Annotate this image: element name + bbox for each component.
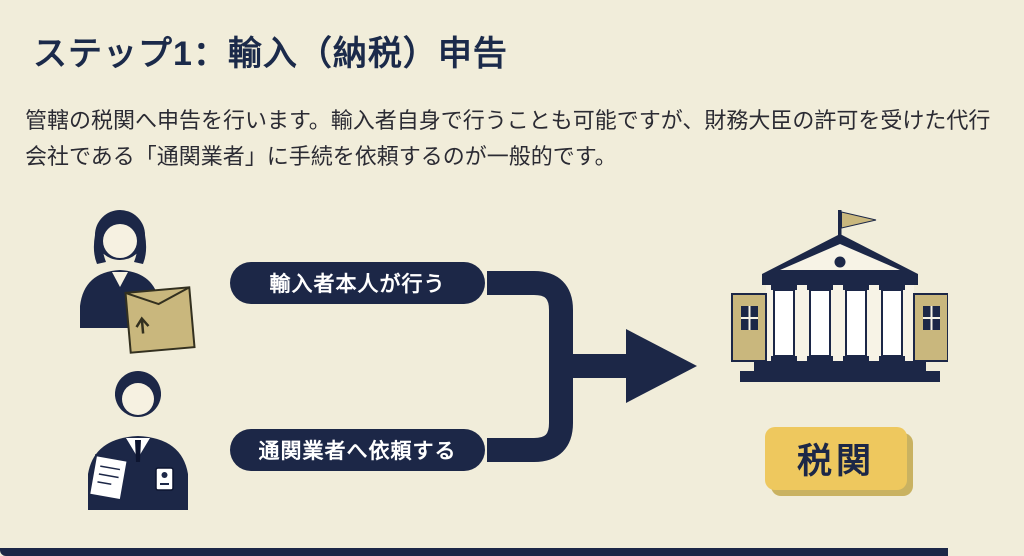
importer-person-with-box-icon bbox=[80, 210, 196, 354]
option-self-declaration-label: 輸入者本人が行う bbox=[230, 262, 485, 304]
description-text: 管轄の税関へ申告を行います。輸入者自身で行うことも可能ですが、財務大臣の許可を受… bbox=[25, 108, 991, 170]
customs-badge: 税関 bbox=[765, 427, 907, 490]
page-title: ステップ1：輸入（納税）申告 bbox=[33, 35, 508, 73]
bottom-accent-bar bbox=[0, 548, 948, 556]
customs-building-icon bbox=[731, 210, 948, 382]
option-broker-delegation-label: 通関業者へ依頼する bbox=[230, 429, 485, 471]
customs-broker-person-icon bbox=[87, 371, 188, 510]
